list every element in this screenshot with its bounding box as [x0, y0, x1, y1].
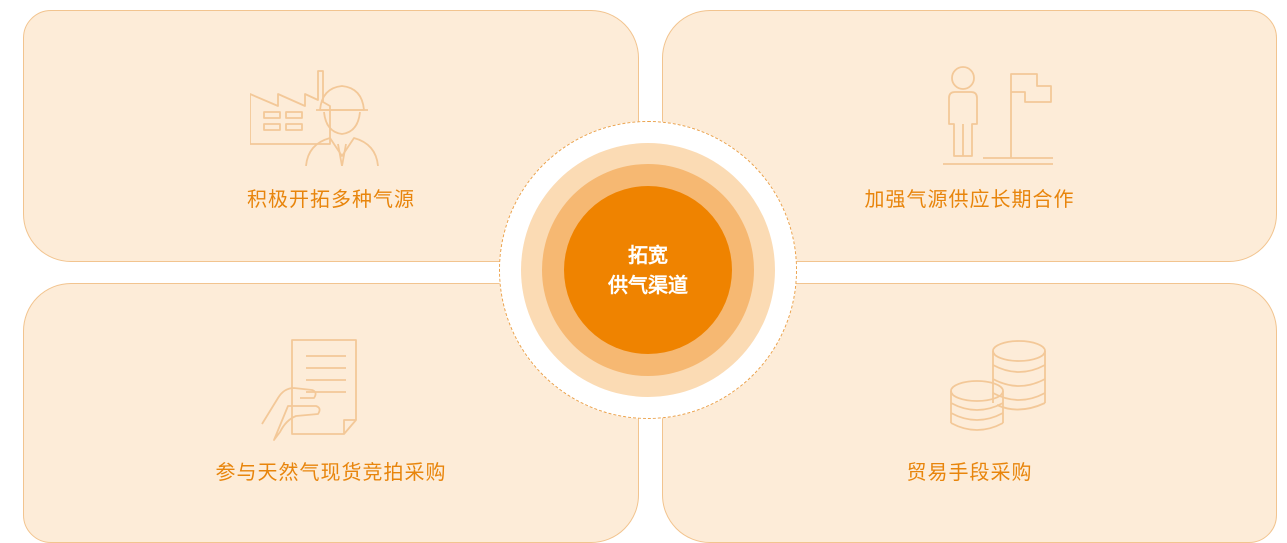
card-label-top-right: 加强气源供应长期合作 — [864, 187, 1075, 211]
coin-stacks-icon — [947, 339, 1057, 443]
factory-worker-icon — [249, 66, 400, 170]
card-label-bottom-left: 参与天然气现货竞拍采购 — [215, 460, 447, 484]
center-core: 拓宽 供气渠道 — [564, 186, 732, 354]
person-flag-icon — [941, 66, 1061, 170]
card-label-bottom-right: 贸易手段采购 — [906, 460, 1033, 484]
center-title-line1: 拓宽 — [628, 243, 668, 267]
center-circle: 拓宽 供气渠道 — [499, 121, 797, 419]
card-top-left: 积极开拓多种气源 — [23, 10, 639, 262]
center-title-line2: 供气渠道 — [608, 273, 688, 297]
card-label-top-left: 积极开拓多种气源 — [247, 187, 415, 211]
hand-document-icon — [260, 336, 370, 450]
